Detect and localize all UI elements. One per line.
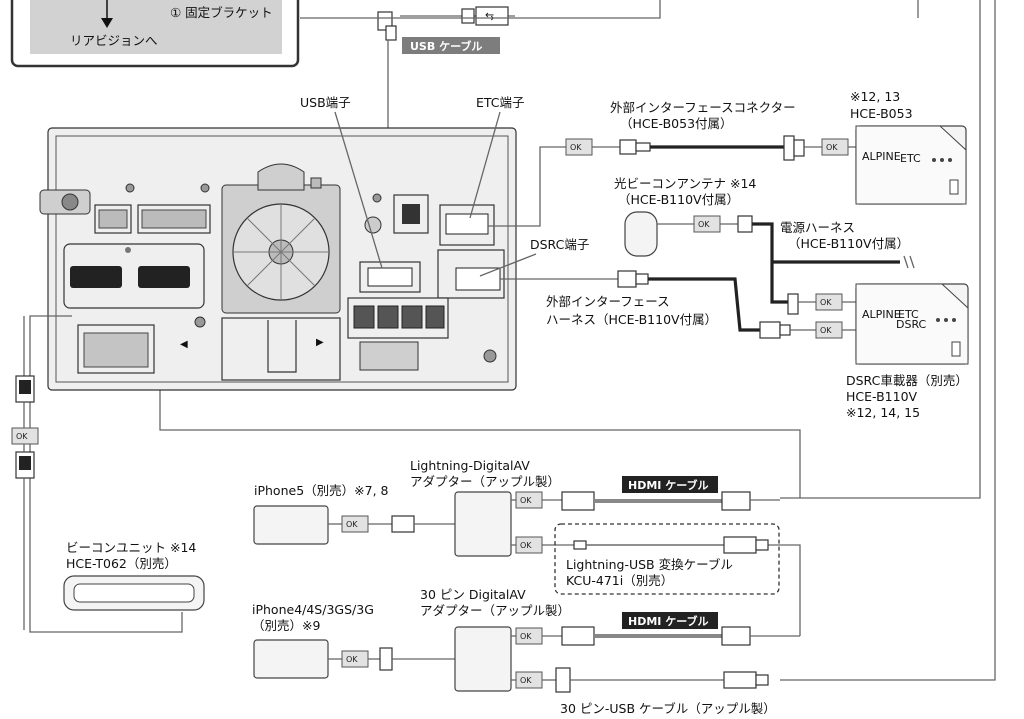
svg-text:OK: OK — [520, 632, 532, 641]
svg-text:OK: OK — [820, 326, 832, 335]
lightning-adapter-label-2: アダプター（アップル製） — [410, 474, 560, 489]
etc-connection: OK OK — [488, 135, 856, 227]
dsrc-port-label: DSRC端子 — [530, 237, 589, 252]
hdmi-port-1 — [70, 266, 122, 288]
lightning-adapter — [454, 491, 512, 557]
svg-text:OK: OK — [346, 655, 358, 664]
iphone5-connection: OK — [328, 515, 455, 533]
arrow-down-icon — [101, 18, 113, 28]
top-route-wire — [300, 0, 661, 19]
etc-port-label: ETC端子 — [476, 95, 525, 110]
beacon-antenna-label-1: 光ビーコンアンテナ ※14 — [614, 176, 756, 191]
beacon-unit-connection: OK — [11, 315, 183, 633]
lightning-usb-label-2: KCU-471i（別売） — [566, 573, 673, 588]
cut-mark-icon — [903, 255, 915, 269]
right-route-wire-1 — [780, 0, 981, 499]
hdmi-cable-label-1: HDMI ケーブル — [628, 478, 709, 492]
beacon-unit-label-1: ビーコンユニット ※14 — [66, 540, 196, 555]
hdmi-route-wire — [159, 380, 801, 498]
usb-cable: ⇆ USB ケーブル — [377, 6, 515, 270]
svg-text:ETC: ETC — [900, 152, 921, 165]
power-harness-label-2: （HCE-B110V付属） — [788, 236, 909, 251]
rear-vision-box: ① 固定ブラケット リアビジョンへ — [10, 0, 300, 68]
head-unit: ◀ ▶ — [39, 127, 517, 391]
pin30-adapter — [454, 626, 512, 692]
svg-text:OK: OK — [570, 143, 582, 152]
power-harness-label-1: 電源ハーネス — [780, 220, 855, 235]
svg-text:ETC: ETC — [898, 308, 919, 321]
etc-unit-note: ※12, 13 — [850, 89, 900, 104]
iphone4-connection: OK — [328, 647, 455, 671]
triangle-right-icon: ▶ — [316, 337, 324, 348]
rear-vision-label: リアビジョンへ — [70, 33, 158, 48]
usb-a-plug — [475, 6, 509, 26]
hdmi-port-2 — [138, 266, 190, 288]
beacon-unit-label-2: HCE-T062（別売） — [66, 556, 177, 571]
svg-text:ALPINE: ALPINE — [862, 150, 901, 163]
iphone5-label: iPhone5（別売）※7, 8 — [254, 483, 389, 498]
svg-text:OK: OK — [520, 676, 532, 685]
usb-port-label: USB端子 — [300, 95, 351, 110]
etc-unit: ETC ALPINE — [855, 125, 967, 205]
svg-text:OK: OK — [346, 520, 358, 529]
pin30-adapter-label-1: 30 ピン DigitalAV — [420, 587, 526, 602]
right-route-wire-2 — [780, 0, 996, 681]
ext-interface-harness-label-1: 外部インターフェース — [546, 294, 670, 309]
hdmi-connection-2: OK HDMI ケーブル — [511, 612, 800, 646]
svg-text:DSRC: DSRC — [896, 318, 927, 331]
ext-interface-harness-label-2: ハーネス（HCE-B110V付属） — [546, 312, 717, 327]
svg-text:ALPINE: ALPINE — [862, 308, 901, 321]
ext-interface-connector-label-1: 外部インターフェースコネクター — [610, 100, 796, 115]
svg-text:OK: OK — [698, 220, 710, 229]
svg-text:OK: OK — [826, 143, 838, 152]
pin30-usb-label: 30 ピン-USB ケーブル（アップル製） — [560, 701, 776, 716]
bracket-label: ① 固定ブラケット — [170, 5, 273, 20]
hdmi-connection-1: OK HDMI ケーブル — [511, 476, 780, 511]
pin30-usb-connection: OK — [511, 667, 769, 693]
svg-text:OK: OK — [16, 432, 28, 441]
dsrc-unit-label-1: DSRC車載器（別売） — [846, 373, 968, 388]
beacon-antenna: OK — [624, 211, 790, 304]
dsrc-unit-label-3: ※12, 14, 15 — [846, 405, 920, 420]
iphone4-label-2: （別売）※9 — [252, 618, 320, 633]
lightning-usb-connection: OK — [511, 536, 769, 554]
lightning-adapter-label-1: Lightning-DigitalAV — [410, 458, 530, 473]
svg-text:OK: OK — [820, 298, 832, 307]
pin30-adapter-label-2: アダプター（アップル製） — [420, 603, 570, 618]
iphone4-label-1: iPhone4/4S/3GS/3G — [252, 602, 374, 617]
dsrc-unit: ETC DSRC ALPINE — [855, 283, 969, 365]
ext-interface-connector-label-2: （HCE-B053付属） — [620, 116, 733, 131]
hdmi-port-area — [63, 243, 205, 309]
dsrc-unit-label-2: HCE-B110V — [846, 389, 918, 404]
iphone5-device — [253, 505, 329, 545]
usb-cable-label: USB ケーブル — [410, 39, 482, 53]
triangle-left-icon: ◀ — [180, 339, 188, 350]
etc-unit-model: HCE-B053 — [850, 106, 913, 121]
hdmi-cable-label-2: HDMI ケーブル — [628, 614, 709, 628]
iphone4-device — [253, 639, 329, 679]
svg-text:OK: OK — [520, 496, 532, 505]
beacon-antenna-label-2: （HCE-B110V付属） — [618, 192, 739, 207]
dsrc-connection: OK OK — [500, 270, 856, 339]
lightning-usb-label-1: Lightning-USB 変換ケーブル — [566, 557, 733, 572]
svg-text:OK: OK — [520, 541, 532, 550]
lightning-usb-group — [554, 523, 780, 595]
beacon-unit — [63, 575, 205, 611]
usb-icon: ⇆ — [485, 10, 494, 23]
